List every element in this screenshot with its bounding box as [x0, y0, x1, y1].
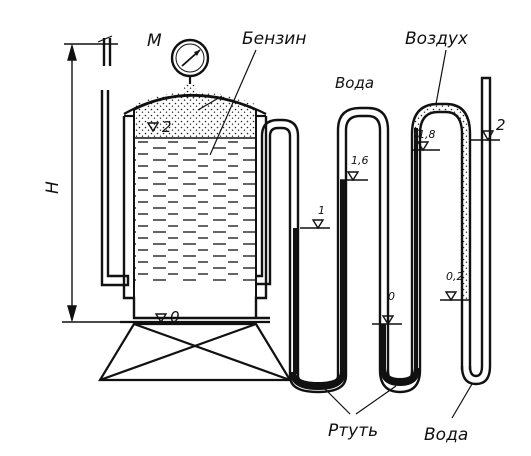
rtut-leader-2 [355, 385, 397, 415]
mercury-manometer-1 [288, 106, 390, 394]
left-piezometer [100, 38, 130, 287]
level-18-marker [412, 141, 440, 152]
benzine-tank [120, 84, 270, 324]
level-18-label: 1,8 [418, 128, 436, 141]
gauge-label: M [147, 31, 162, 51]
tank-level-2-label: 2 [162, 118, 172, 136]
rtut-label: Ртуть [328, 421, 378, 441]
level-02-label: 0,2 [446, 270, 464, 283]
voda-top-label: Вода [335, 74, 374, 92]
base-level-0-label: 0 [170, 308, 180, 326]
benzin-leader [209, 49, 257, 156]
benzin-leader-2 [197, 95, 223, 111]
connecting-tube [256, 118, 300, 376]
vozdukh-leader [435, 49, 447, 105]
level-02-marker [440, 291, 470, 302]
level-16-marker [340, 171, 368, 182]
rtut-leader-1 [321, 385, 351, 415]
right-level-2-label: 2 [496, 116, 506, 134]
voda-bottom-leader [451, 383, 473, 419]
level-1-marker [300, 219, 330, 230]
voda-bottom-label: Вода [424, 425, 468, 445]
right-level-2-marker [470, 130, 500, 142]
level-0-marker [372, 315, 402, 326]
tube-break-mark [97, 35, 113, 43]
vozdukh-label: Воздух [405, 29, 469, 49]
level-1-label: 1 [318, 204, 325, 217]
pressure-gauge [170, 38, 210, 84]
level-0-label: 0 [388, 290, 395, 303]
base-level-0-marker [154, 313, 168, 324]
right-tube [460, 76, 492, 386]
level-16-label: 1,6 [351, 154, 369, 167]
mercury-manometer-2 [378, 102, 472, 394]
benzin-label: Бензин [242, 29, 306, 49]
support-stand [98, 322, 292, 382]
tank-level-2-marker [146, 122, 160, 133]
height-label: H [43, 181, 63, 194]
